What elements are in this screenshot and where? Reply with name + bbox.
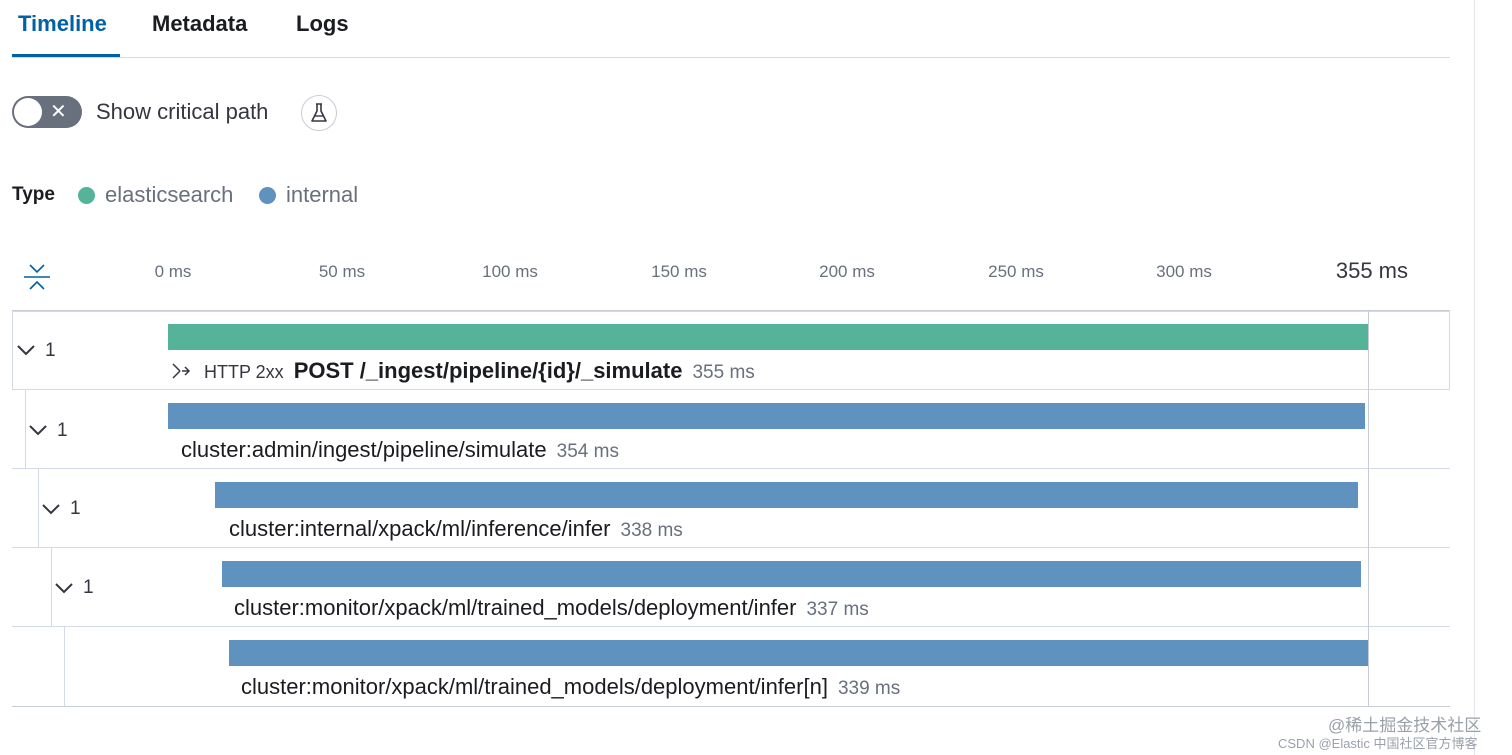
axis-tick: 0 ms [154, 262, 192, 281]
span-label[interactable]: cluster:admin/ingest/pipeline/simulate 35… [181, 437, 619, 463]
close-icon: ✕ [50, 101, 67, 123]
tab-logs[interactable]: Logs [296, 11, 349, 36]
axis-end-label: 355 ms [1335, 258, 1408, 283]
http-status: HTTP 2xx [204, 362, 284, 382]
span-name: cluster:monitor/xpack/ml/trained_models/… [234, 595, 797, 620]
span-label[interactable]: cluster:internal/xpack/ml/inference/infe… [229, 516, 683, 542]
span-count: 1 [83, 577, 94, 598]
tab-metadata[interactable]: Metadata [152, 11, 248, 36]
indent-guide [25, 390, 26, 468]
legend-dot-elasticsearch [78, 187, 95, 204]
span-bar-internal[interactable] [215, 482, 1358, 508]
beta-badge[interactable] [301, 95, 337, 131]
span-bar-elasticsearch[interactable] [168, 324, 1368, 350]
timeline-end-marker [1368, 311, 1369, 707]
span-duration: 337 ms [806, 599, 869, 620]
row-divider [12, 626, 1450, 627]
tab-timeline[interactable]: Timeline [18, 11, 107, 36]
axis-tick: 150 ms [651, 262, 707, 281]
axis-tick: 200 ms [819, 262, 875, 281]
span-count: 1 [70, 498, 81, 519]
span-duration: 339 ms [837, 678, 901, 699]
row-divider [12, 468, 1450, 469]
flask-icon [311, 103, 327, 122]
span-duration: 354 ms [556, 441, 619, 462]
legend-title: Type [12, 184, 55, 205]
span-label[interactable]: cluster:monitor/xpack/ml/trained_models/… [234, 595, 869, 621]
span-bar-internal[interactable] [222, 561, 1362, 587]
legend-label-internal: internal [286, 182, 359, 207]
tab-bar: Timeline Metadata Logs [12, 0, 1450, 58]
indent-guide [64, 627, 65, 706]
span-duration: 338 ms [620, 520, 683, 541]
waterfall-row[interactable] [12, 311, 1450, 390]
collapse-all-icon[interactable] [22, 262, 52, 292]
timeline-bottom-border [12, 706, 1450, 707]
span-name: cluster:internal/xpack/ml/inference/infe… [229, 516, 611, 541]
legend-dot-internal [259, 187, 276, 204]
chevron-down-icon[interactable] [41, 503, 61, 515]
span-name: POST /_ingest/pipeline/{id}/_simulate [293, 358, 683, 383]
span-count: 1 [45, 340, 56, 361]
axis-tick: 250 ms [988, 262, 1044, 281]
critical-path-label: Show critical path [96, 99, 269, 124]
critical-path-toggle[interactable]: ✕ [12, 96, 82, 128]
chevron-down-icon[interactable] [54, 582, 74, 594]
toggle-knob [14, 98, 42, 126]
axis-tick: 300 ms [1156, 262, 1212, 281]
chevron-down-icon[interactable] [28, 424, 48, 436]
span-label[interactable]: cluster:monitor/xpack/ml/trained_models/… [241, 674, 900, 700]
legend-label-elasticsearch: elasticsearch [105, 182, 234, 207]
panel-divider [1474, 0, 1475, 755]
row-divider [12, 547, 1450, 548]
span-bar-internal[interactable] [168, 403, 1365, 429]
span-name: cluster:admin/ingest/pipeline/simulate [181, 437, 547, 462]
active-tab-indicator [12, 54, 120, 57]
watermark-text: CSDN @Elastic 中国社区官方博客 [1278, 736, 1478, 751]
span-duration: 355 ms [692, 362, 755, 383]
indent-guide [38, 469, 39, 547]
axis-tick: 50 ms [318, 262, 366, 281]
axis-line [12, 310, 1450, 311]
span-name: cluster:monitor/xpack/ml/trained_models/… [241, 674, 828, 699]
chevron-down-icon[interactable] [16, 344, 36, 356]
span-label[interactable]: HTTP 2xx POST /_ingest/pipeline/{id}/_sim… [170, 358, 755, 384]
span-count: 1 [57, 420, 68, 441]
exit-span-icon [172, 363, 191, 379]
indent-guide [51, 548, 52, 626]
span-bar-internal[interactable] [228, 640, 1368, 666]
axis-tick: 100 ms [482, 262, 538, 281]
watermark-text: @稀土掘金技术社区 [1328, 716, 1482, 735]
